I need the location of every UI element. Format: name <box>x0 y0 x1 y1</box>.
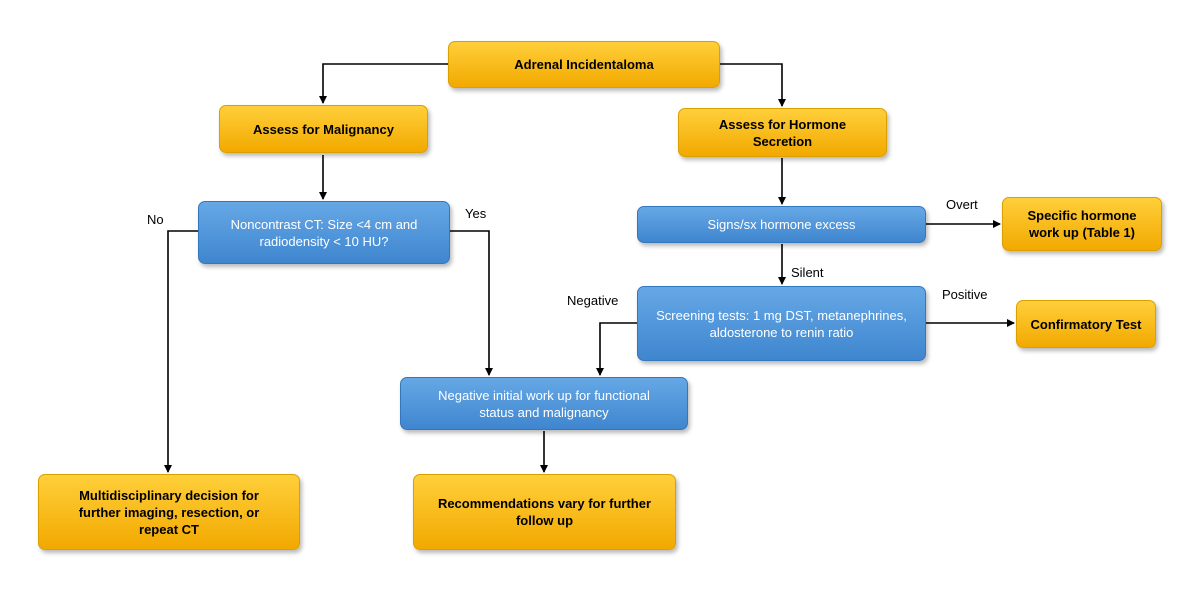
arrow-adrenal-to-malignancy <box>319 63 448 104</box>
arrow-ct-yes-to-negative-workup <box>450 230 493 376</box>
node-specific-hormone-workup: Specific hormone work up (Table 1) <box>1002 197 1162 251</box>
node-noncontrast-ct: Noncontrast CT: Size <4 cm and radiodens… <box>198 201 450 264</box>
node-multidisciplinary-decision-text: Multidisciplinary decision for further i… <box>78 487 260 537</box>
node-screening-tests: Screening tests: 1 mg DST, metanephrines… <box>637 286 926 361</box>
node-recommendations-text: Recommendations vary for further follow … <box>437 496 652 528</box>
node-negative-initial-workup: Negative initial work up for functional … <box>400 377 688 430</box>
node-signs-hormone-excess: Signs/sx hormone excess <box>637 206 926 243</box>
node-negative-initial-workup-text: Negative initial work up for functional … <box>438 387 650 420</box>
label-positive: Positive <box>942 287 988 302</box>
label-negative: Negative <box>567 293 619 308</box>
node-screening-tests-text: Screening tests: 1 mg DST, metanephrines… <box>656 307 907 340</box>
label-yes: Yes <box>465 206 487 221</box>
node-adrenal-incidentaloma-text: Adrenal Incidentaloma <box>514 57 654 72</box>
label-no: No <box>147 212 164 227</box>
node-assess-malignancy: Assess for Malignancy <box>219 105 428 153</box>
arrow-ct-no-to-multidisciplinary <box>164 230 198 473</box>
node-noncontrast-ct-text: Noncontrast CT: Size <4 cm and radiodens… <box>230 216 418 249</box>
node-adrenal-incidentaloma: Adrenal Incidentaloma <box>448 41 720 88</box>
node-multidisciplinary-decision: Multidisciplinary decision for further i… <box>38 474 300 550</box>
node-signs-hormone-excess-text: Signs/sx hormone excess <box>707 217 856 232</box>
arrow-screening-negative-to-workup <box>596 322 637 376</box>
label-overt: Overt <box>946 197 978 212</box>
node-specific-hormone-workup-text: Specific hormone work up (Table 1) <box>1027 208 1137 240</box>
node-confirmatory-test-text: Confirmatory Test <box>1030 316 1142 332</box>
node-assess-hormone-text: Assess for Hormone Secretion <box>718 116 847 149</box>
node-assess-malignancy-text: Assess for Malignancy <box>253 121 394 137</box>
node-recommendations: Recommendations vary for further follow … <box>413 474 676 550</box>
node-assess-hormone: Assess for Hormone Secretion <box>678 108 887 157</box>
arrow-adrenal-to-hormone <box>720 63 786 107</box>
node-confirmatory-test: Confirmatory Test <box>1016 300 1156 348</box>
label-silent: Silent <box>791 265 824 280</box>
